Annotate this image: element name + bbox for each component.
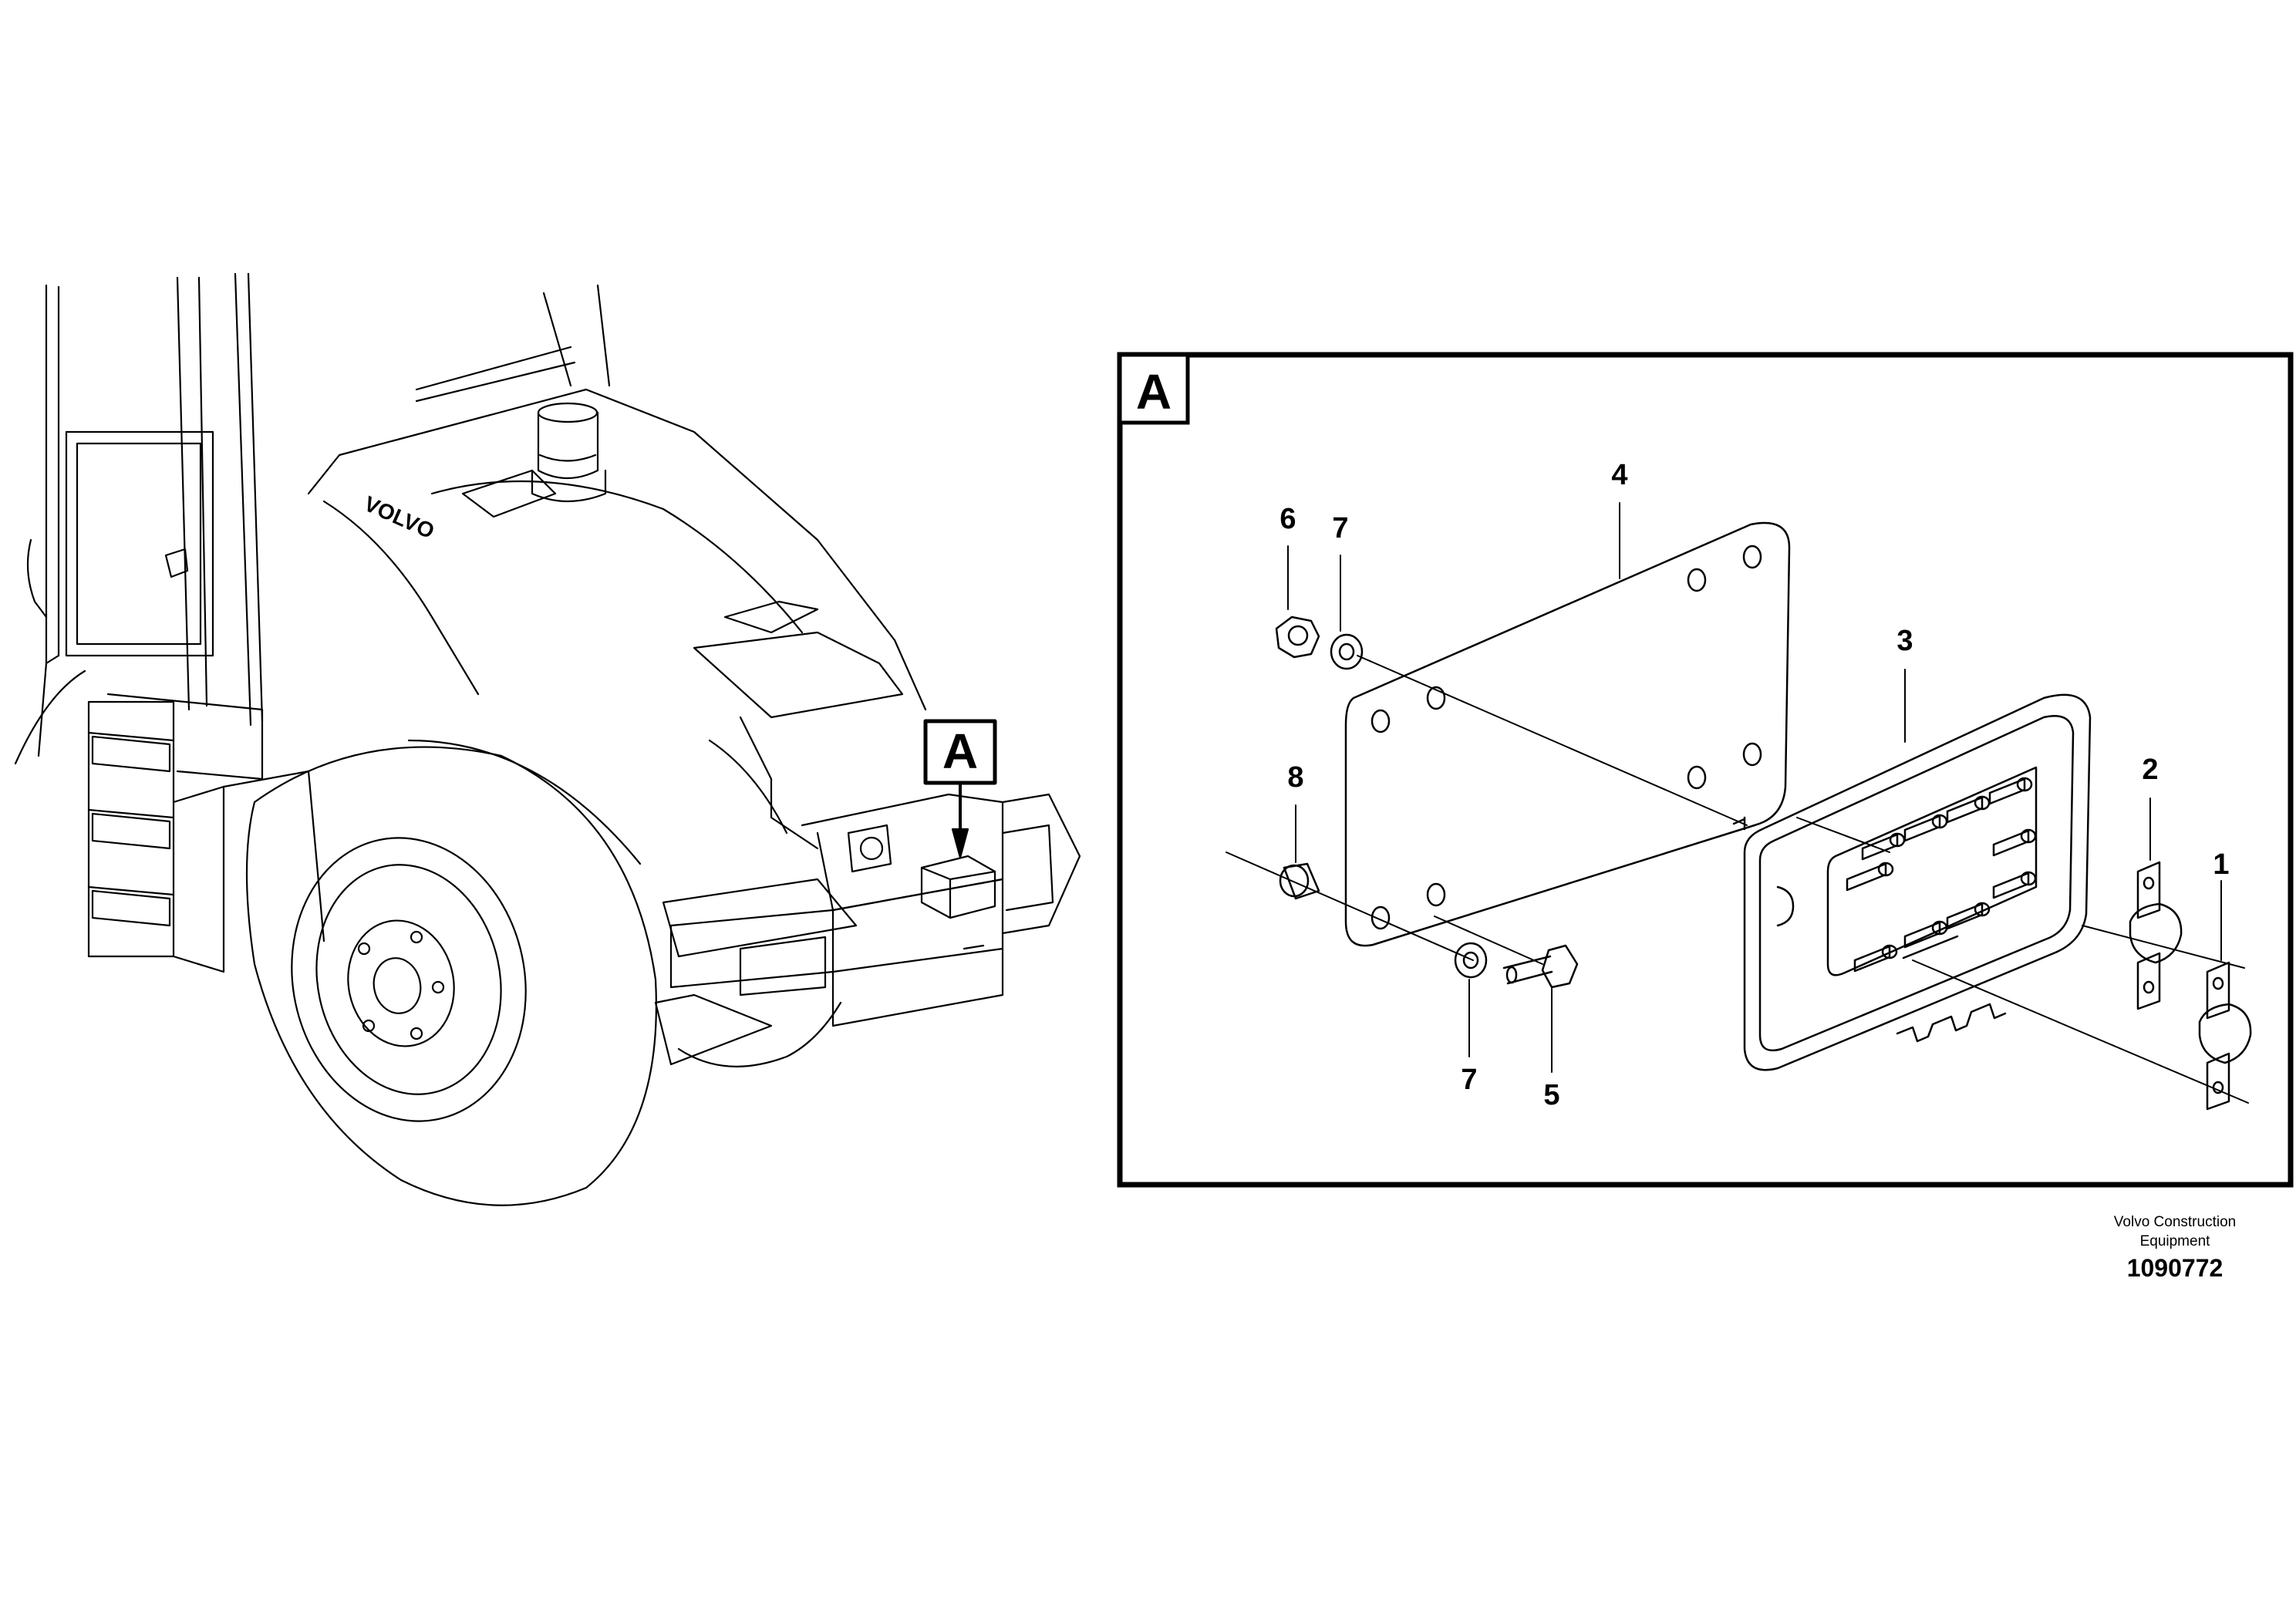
manufacturer-line-2: Equipment xyxy=(2139,1233,2210,1249)
engine-hood: VOLVO xyxy=(307,388,927,850)
connector-pins xyxy=(1846,777,2037,973)
detail-marker-a: A xyxy=(923,719,997,859)
callout-6: 6 xyxy=(1279,503,1296,535)
leader-lines xyxy=(1287,502,2222,1073)
callout-3: 3 xyxy=(1896,625,1913,657)
terminal-part-2 xyxy=(2129,861,2183,1010)
callout-labels: 1 2 3 4 5 6 7 7 8 xyxy=(1279,459,2229,1111)
detail-view-a: A xyxy=(1117,352,2294,1188)
cab-door xyxy=(26,430,214,657)
callout-7-top: 7 xyxy=(1332,512,1348,545)
control-unit-location xyxy=(920,855,996,919)
bolt-part-5 xyxy=(1502,944,1579,989)
detail-marker-a-letter: A xyxy=(942,723,978,779)
beacon-light xyxy=(531,402,607,503)
front-wheel xyxy=(245,739,842,1206)
assembly-lines xyxy=(1226,655,2249,1104)
spacer-part-8 xyxy=(1279,862,1320,900)
detail-view-frame xyxy=(1117,352,2294,1188)
callout-7-bottom: 7 xyxy=(1461,1064,1477,1096)
detail-view-letter-box xyxy=(1118,352,1190,425)
mounting-plate xyxy=(1344,521,1791,947)
nut-part-6 xyxy=(1275,615,1320,659)
manufacturer-caption: Volvo Construction Equipment xyxy=(2082,1212,2267,1251)
hood-brand-text: VOLVO xyxy=(361,491,438,543)
access-steps xyxy=(87,693,264,973)
terminal-part-1 xyxy=(2198,961,2252,1111)
illustration-number: 1090772 xyxy=(2126,1254,2224,1282)
machine-overview: VOLVO xyxy=(14,272,1081,1206)
washer-part-7-bottom xyxy=(1454,942,1488,979)
callout-8: 8 xyxy=(1287,761,1303,794)
callout-5: 5 xyxy=(1543,1079,1559,1111)
manufacturer-line-1: Volvo Construction xyxy=(2113,1214,2237,1230)
detail-view-letter: A xyxy=(1136,364,1172,420)
callout-4: 4 xyxy=(1611,459,1627,491)
callout-1: 1 xyxy=(2213,848,2229,881)
callout-2: 2 xyxy=(2142,754,2158,786)
washer-part-7-top xyxy=(1330,633,1364,670)
cab-frame xyxy=(14,272,611,765)
connector-housing xyxy=(1732,693,2092,1071)
